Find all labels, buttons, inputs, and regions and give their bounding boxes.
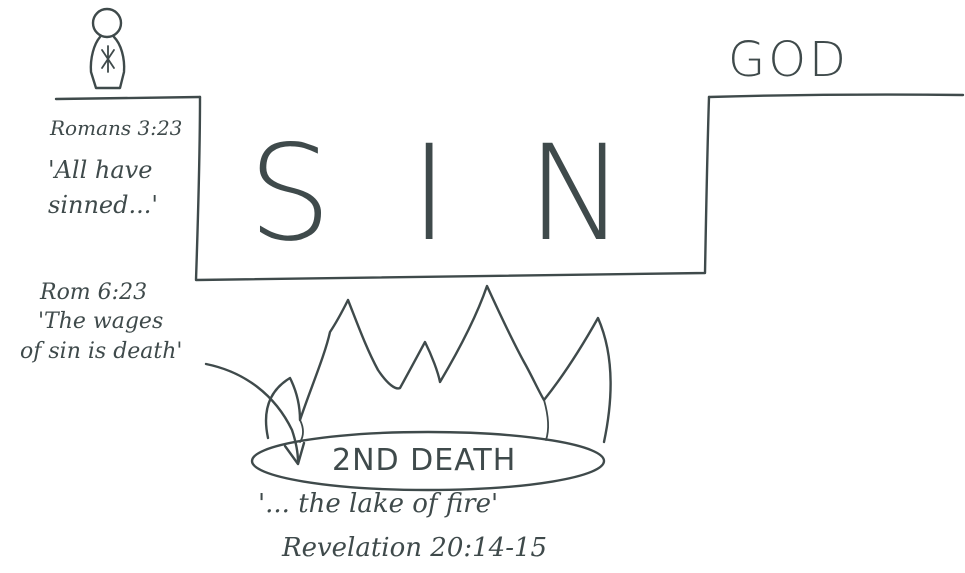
- romans-quote-line1: 'All have: [48, 158, 152, 182]
- revelation-reference: Revelation 20:14-15: [282, 535, 547, 561]
- fire-flames: [266, 286, 611, 442]
- second-death-label: 2ND DEATH: [332, 446, 516, 476]
- wages-quote-line2: of sin is death': [20, 341, 182, 363]
- wages-reference: Rom 6:23: [40, 282, 147, 304]
- god-label: GOD: [728, 36, 849, 84]
- romans-quote-line2: sinned...': [48, 193, 158, 217]
- romans-reference: Romans 3:23: [50, 118, 182, 138]
- fire-flames-inner: [300, 420, 303, 442]
- sin-word: SIN: [248, 128, 703, 260]
- wages-quote-line1: 'The wages: [38, 311, 163, 333]
- left-ledge: [56, 97, 200, 99]
- fire-flames-inner: [544, 400, 548, 440]
- right-ledge: [709, 95, 963, 97]
- lake-of-fire-quote: '... the lake of fire': [258, 491, 498, 517]
- person-icon: [91, 9, 124, 88]
